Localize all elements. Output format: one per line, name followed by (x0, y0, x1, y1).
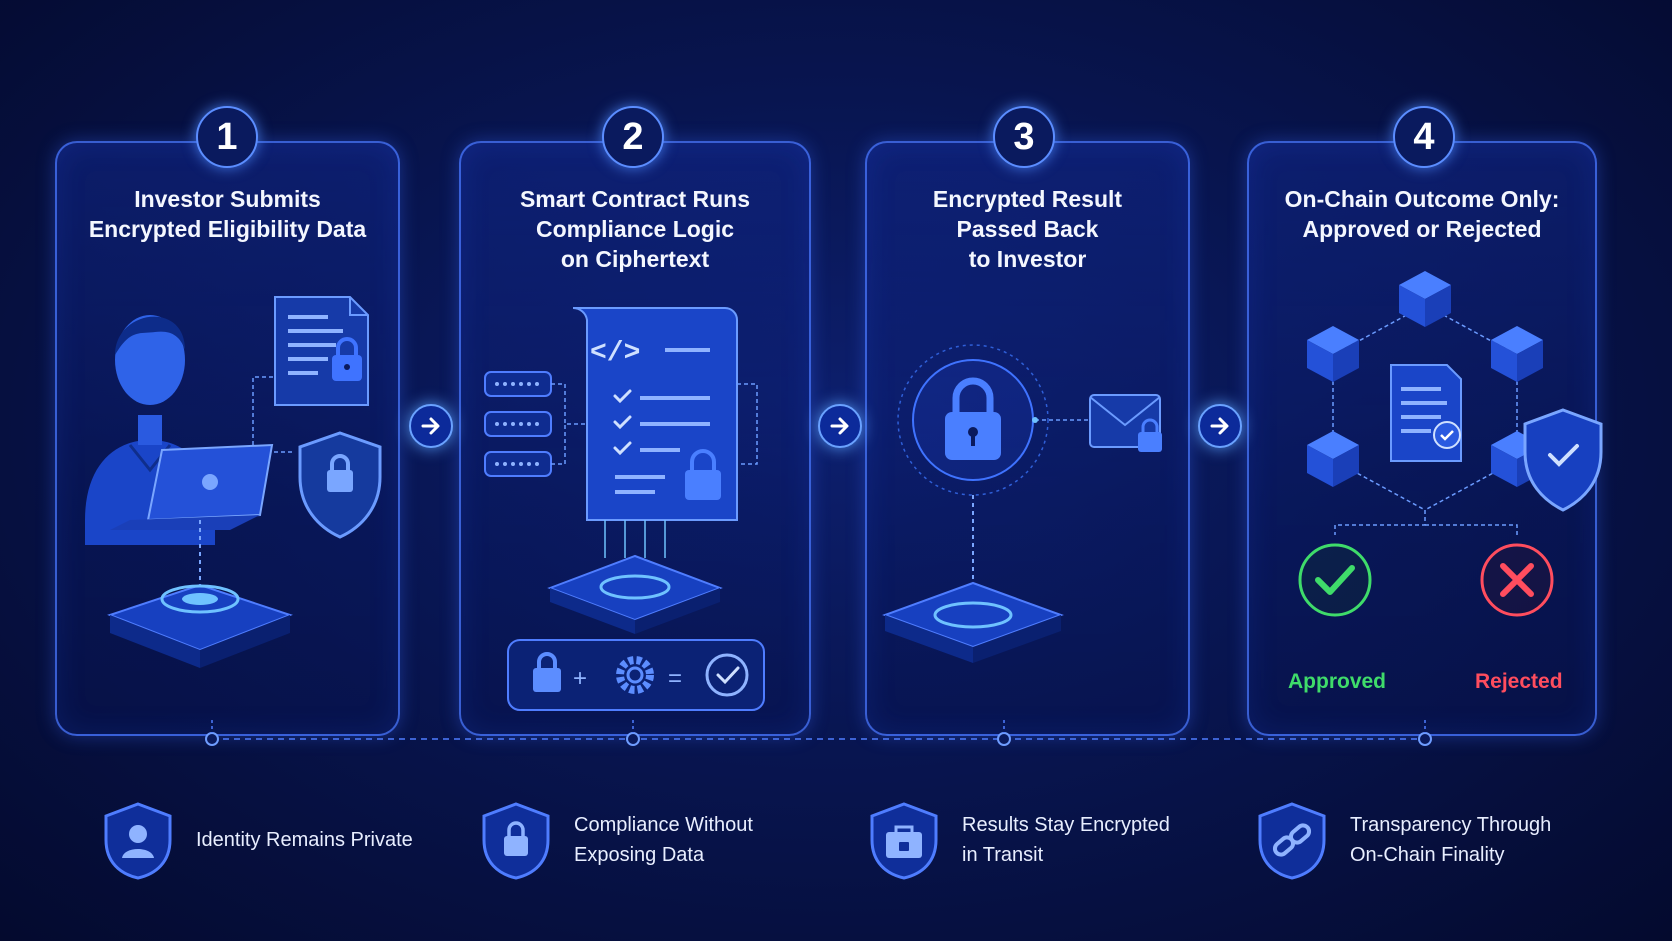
shield-check-icon (1523, 408, 1603, 512)
blockchain-outcome-illustration (1298, 271, 1603, 617)
step-number-badge-4: 4 (1393, 106, 1455, 168)
encrypted-compute-equation: + = (507, 639, 765, 711)
timeline-connector (205, 720, 1432, 746)
step-number-badge-2: 2 (602, 106, 664, 168)
large-lock-icon (945, 377, 1001, 460)
step-title-4: On-Chain Outcome Only: Approved or Rejec… (1284, 186, 1560, 242)
verified-document-icon (1390, 364, 1462, 462)
encrypted-document-icon (274, 296, 369, 406)
approved-label: Approved (1288, 670, 1387, 693)
rejected-label: Rejected (1475, 670, 1563, 693)
feature-text: Compliance Without (574, 814, 753, 836)
step-title-2: Smart Contract Runs Compliance Logic on … (519, 186, 751, 272)
step-title-1: Investor Submits Encrypted Eligibility D… (88, 186, 367, 242)
link-shield-icon (1258, 802, 1326, 880)
encrypted-mail-icon (1089, 394, 1162, 452)
feature-text: On-Chain Finality (1350, 844, 1505, 866)
feature-text: Exposing Data (574, 844, 705, 866)
pedestal-platform (107, 583, 293, 668)
lock-shield-icon (482, 802, 550, 880)
approved-check-icon (1298, 543, 1372, 617)
svg-text:</>: </> (590, 338, 640, 369)
step-number-badge-1: 1 (196, 106, 258, 168)
contract-document-icon: </> (572, 306, 738, 521)
svg-text:=: = (668, 665, 682, 692)
feature-on-chain-finality: Transparency Through On-Chain Finality (1256, 800, 1551, 880)
pedestal-platform (882, 581, 1064, 663)
investor-illustration (85, 296, 382, 668)
svg-text:+: + (573, 665, 587, 692)
feature-text: Transparency Through (1350, 814, 1552, 836)
step-title-3: Encrypted Result Passed Back to Investor (932, 186, 1123, 272)
feature-text: Identity Remains Private (196, 829, 413, 851)
feature-text: Results Stay Encrypted (962, 814, 1170, 836)
user-shield-icon (104, 802, 172, 880)
pedestal-platform (547, 554, 723, 634)
briefcase-lock-shield-icon (870, 802, 938, 880)
step-number-badge-3: 3 (993, 106, 1055, 168)
laptop-icon (110, 443, 274, 530)
flow-arrow-1 (409, 404, 453, 448)
ciphertext-inputs (484, 371, 552, 477)
feature-identity-private: Identity Remains Private (102, 800, 413, 880)
encrypted-result-illustration (882, 344, 1162, 663)
feature-compliance: Compliance Without Exposing Data (480, 800, 753, 880)
feature-text: in Transit (962, 844, 1044, 866)
smart-contract-illustration: </> + (484, 306, 765, 711)
feature-encrypted-transit: Results Stay Encrypted in Transit (868, 800, 1170, 880)
flow-arrow-2 (818, 404, 862, 448)
shield-lock-icon (298, 431, 382, 539)
rejected-x-icon (1480, 543, 1554, 617)
flow-arrow-3 (1198, 404, 1242, 448)
